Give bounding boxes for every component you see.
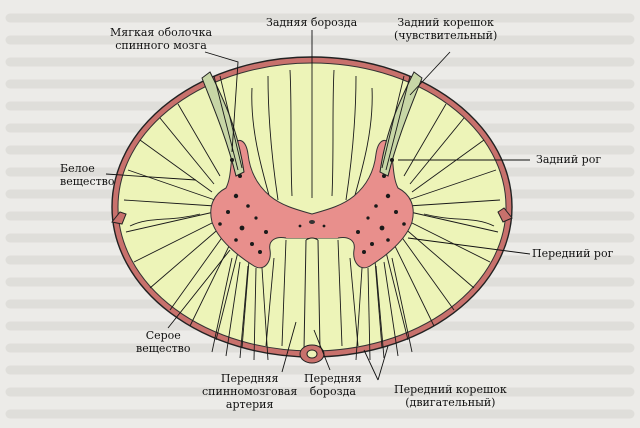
label-posterior-root: Задний корешок(чувствительный) [394,16,498,42]
lateral-vessel-right [497,207,513,223]
gray-matter [210,139,414,269]
label-posterior-sulcus: Задняя борозда [266,16,358,29]
central-canal [309,220,315,224]
anterior-column-lines [265,239,359,347]
posterior-column-fascicles [251,68,373,207]
gray-matter-nuclei [218,158,406,254]
lateral-vessel-left [111,211,127,225]
leader-lines [105,30,531,381]
anterior-root-right [355,257,413,361]
posterior-root-right [379,71,423,177]
label-posterior-horn: Задний рог [536,153,602,166]
anterior-fissure [303,239,321,351]
label-anterior-horn: Передний рог [532,247,614,260]
white-matter-fibres [123,103,501,349]
anterior-spinal-artery [299,344,325,364]
anterior-root-left [211,257,269,361]
central-commissure [286,230,338,238]
label-anterior-root: Передний корешок(двигательный) [394,383,507,409]
posterior-root-left [201,71,245,177]
